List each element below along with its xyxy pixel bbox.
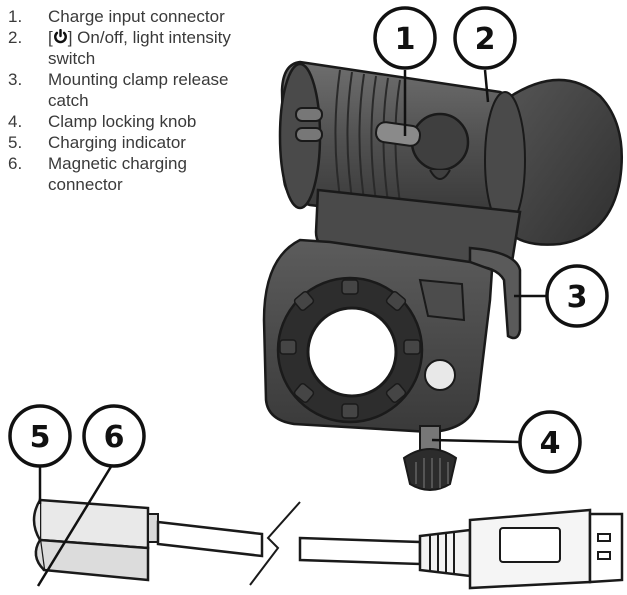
knob-ridges — [415, 458, 449, 488]
clamp-grip-teeth — [279, 279, 421, 419]
callout-5: 5 — [8, 404, 72, 468]
legend-item-charge-input: 1. Charge input connector — [8, 6, 238, 27]
legend-text: Mounting clamp release catch — [48, 70, 229, 110]
legend-item-power-switch: 2. [] On/off, light intensity switch — [8, 27, 238, 69]
legend-item-locking-knob: 4. Clamp locking knob — [8, 111, 238, 132]
rear-cap — [503, 78, 624, 246]
legend-number: 5. — [8, 133, 23, 152]
usb-connector — [588, 512, 624, 584]
charge-input-cover — [374, 121, 422, 147]
legend-number: 2. — [8, 28, 23, 47]
legend-number: 4. — [8, 112, 23, 131]
strain-relief-ridges — [429, 532, 455, 575]
legend-text: Magnetic charging connector — [48, 154, 187, 194]
callout-label: 6 — [104, 420, 125, 455]
power-switch — [410, 112, 470, 172]
connector-end — [32, 499, 42, 541]
leader-lines — [36, 69, 548, 587]
clamp-side-panel — [418, 278, 466, 322]
callout-1: 1 — [373, 6, 437, 70]
cable-left — [156, 520, 264, 558]
callout-label: 2 — [475, 22, 496, 57]
callout-label: 5 — [30, 420, 51, 455]
legend-text: Charging indicator — [48, 133, 186, 152]
clamp-pivot — [424, 359, 456, 391]
legend-text: Charge input connector — [48, 7, 225, 26]
legend-item-release-catch: 3. Mounting clamp release catch — [8, 69, 238, 111]
bike-light — [262, 60, 624, 491]
usb-contact — [597, 533, 611, 542]
knob-stem — [419, 425, 441, 451]
cable-right — [298, 536, 422, 566]
usb-contact — [597, 551, 611, 560]
legend-number: 1. — [8, 7, 23, 26]
connector-collar — [147, 513, 159, 543]
callout-label: 3 — [567, 280, 588, 315]
legend-text: ] On/off, light intensity switch — [48, 28, 231, 68]
legend-text: Clamp locking knob — [48, 112, 197, 131]
power-icon — [53, 28, 68, 47]
side-vent — [295, 107, 323, 122]
legend-number: 6. — [8, 154, 23, 173]
connector-lower — [38, 538, 150, 582]
callout-6: 6 — [82, 404, 146, 468]
usb-plug-grip — [499, 527, 561, 563]
callout-4: 4 — [518, 410, 582, 474]
callout-2: 2 — [453, 6, 517, 70]
callout-3: 3 — [545, 264, 609, 328]
charging-cable — [32, 498, 624, 590]
handlebar-hole — [306, 306, 398, 398]
legend-number: 3. — [8, 70, 23, 89]
legend-text-bracket-open: [ — [48, 28, 53, 47]
switch-tab — [429, 169, 451, 180]
callout-label: 1 — [395, 22, 416, 57]
legend-item-charging-indicator: 5. Charging indicator — [8, 132, 238, 153]
callout-label: 4 — [540, 426, 561, 461]
parts-legend: 1. Charge input connector 2. [] On/off, … — [8, 6, 238, 195]
cable-break-symbol — [249, 501, 301, 586]
legend-item-magnetic-connector: 6. Magnetic charging connector — [8, 153, 238, 195]
side-vent — [295, 127, 323, 142]
